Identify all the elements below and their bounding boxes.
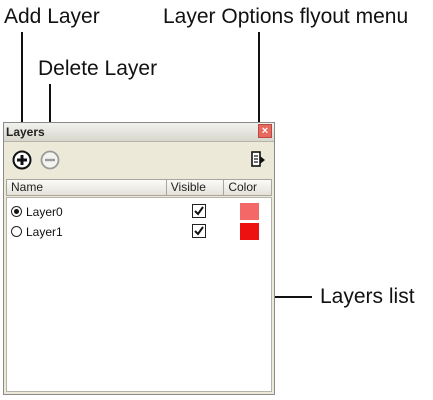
layer-row[interactable]: Layer0 [7,203,271,223]
layers-table-header: Name Visible Color [6,179,272,196]
delete-layer-button[interactable] [40,150,60,175]
layer-name[interactable]: Layer1 [26,225,63,239]
layers-list[interactable]: Layer0 Layer1 [6,197,272,392]
add-layer-leader [21,32,23,146]
add-layer-callout: Add Layer [4,5,100,28]
add-layer-button[interactable] [12,150,32,175]
add-circle-icon [12,150,32,170]
checkmark-icon [194,206,204,216]
layers-list-callout: Layers list [320,285,415,308]
layer-color-swatch[interactable] [240,223,259,240]
panel-titlebar[interactable]: Layers × [4,123,274,142]
layer-options-button[interactable] [250,151,266,174]
layers-list-leader [272,296,312,298]
active-layer-radio[interactable] [11,226,22,237]
panel-title: Layers [6,125,45,139]
remove-circle-icon [40,150,60,170]
flyout-menu-icon [251,151,265,167]
delete-layer-callout: Delete Layer [38,57,158,80]
layer-row[interactable]: Layer1 [7,223,271,243]
close-icon: × [261,125,269,137]
column-header-name[interactable]: Name [6,179,167,196]
visible-checkbox[interactable] [192,224,206,238]
layers-toolbar [4,142,274,176]
layer-color-swatch[interactable] [240,203,259,220]
active-layer-radio[interactable] [11,206,22,217]
checkmark-icon [194,226,204,236]
visible-checkbox[interactable] [192,204,206,218]
column-header-visible[interactable]: Visible [166,179,225,196]
close-button[interactable]: × [258,124,272,138]
layers-panel: Layers × [3,122,275,395]
column-header-color[interactable]: Color [224,179,272,196]
layer-options-callout: Layer Options flyout menu [163,5,409,28]
layer-name[interactable]: Layer0 [26,205,63,219]
delete-layer-leader [49,84,51,146]
layer-options-leader [258,32,260,147]
